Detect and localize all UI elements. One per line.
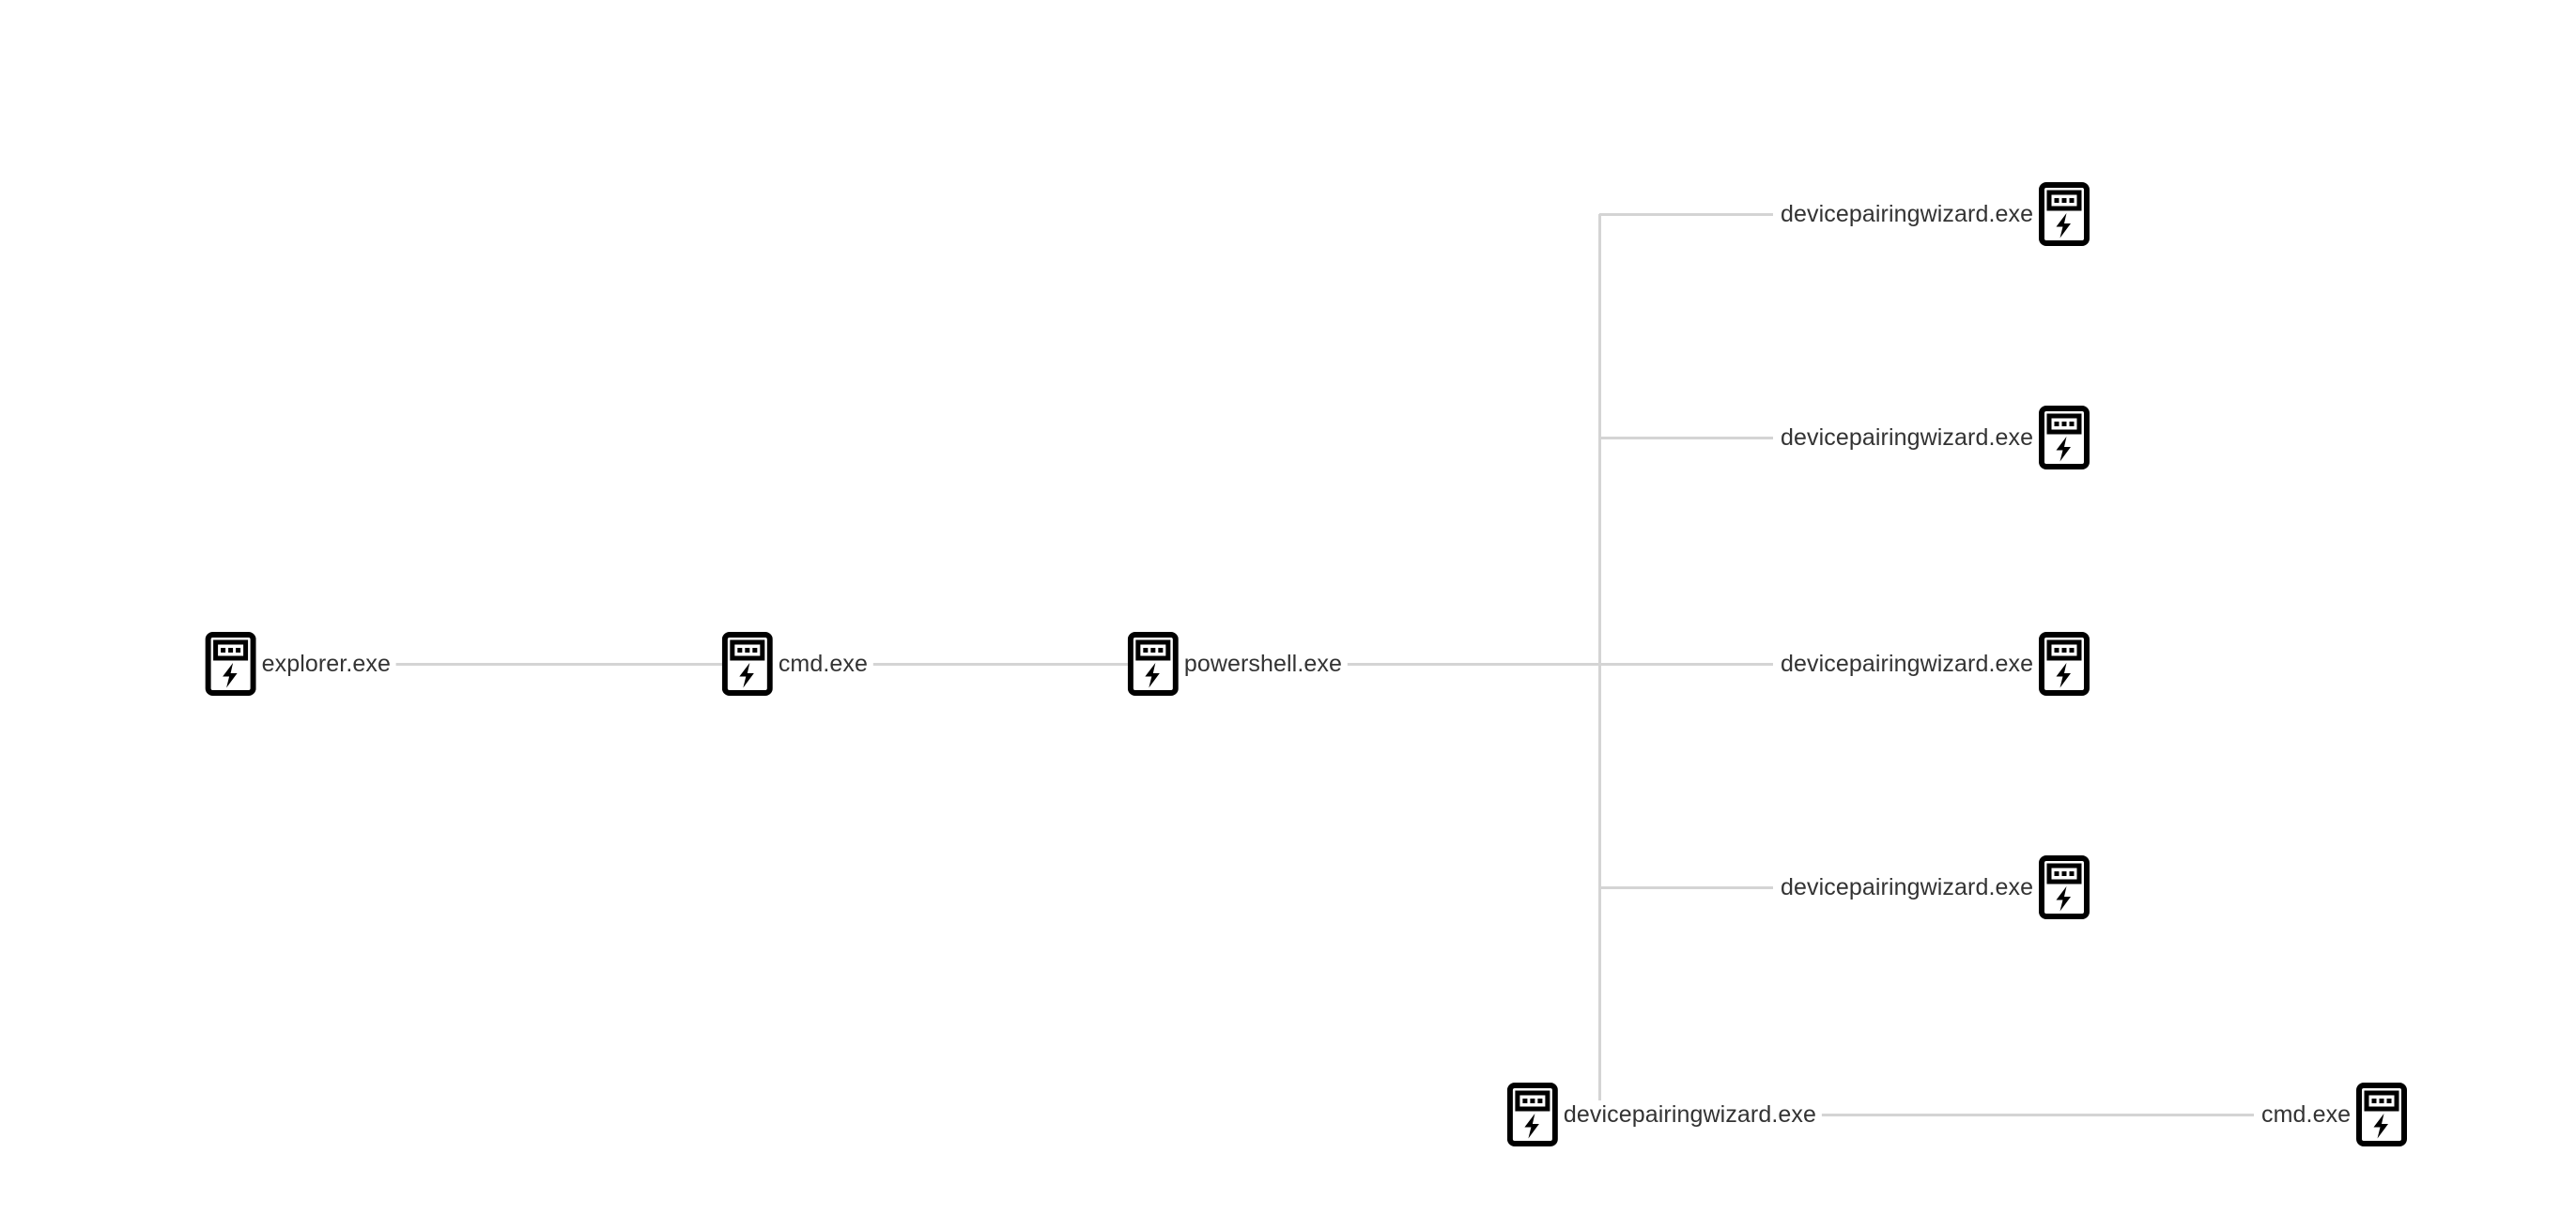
process-executable-icon[interactable] xyxy=(1127,632,1179,696)
process-node-dpw-4[interactable]: devicepairingwizard.exe xyxy=(1773,855,2090,919)
edge-trunk-to-dpw-3 xyxy=(1599,662,1773,666)
edge-explorer-to-cmd xyxy=(373,662,825,666)
process-node-label: devicepairingwizard.exe xyxy=(1775,423,2040,453)
process-node-label: devicepairingwizard.exe xyxy=(1775,199,2040,229)
edge-cmd-to-powershell xyxy=(850,662,1299,666)
process-node-dpw-1[interactable]: devicepairingwizard.exe xyxy=(1773,182,2090,246)
process-node-label: devicepairingwizard.exe xyxy=(1775,649,2040,679)
process-node-label: powershell.exe xyxy=(1178,649,1348,679)
process-node-label: devicepairingwizard.exe xyxy=(1557,1100,1822,1130)
process-node-cmd-2[interactable]: cmd.exe xyxy=(2254,1083,2408,1146)
process-node-label: explorer.exe xyxy=(255,649,396,679)
process-executable-icon[interactable] xyxy=(1506,1083,1558,1146)
process-executable-icon[interactable] xyxy=(2039,632,2090,696)
process-executable-icon[interactable] xyxy=(721,632,773,696)
process-executable-icon[interactable] xyxy=(2039,855,2090,919)
process-node-dpw-2[interactable]: devicepairingwizard.exe xyxy=(1773,406,2090,469)
process-executable-icon[interactable] xyxy=(2039,406,2090,469)
process-node-dpw-5[interactable]: devicepairingwizard.exe xyxy=(1506,1083,1824,1146)
edge-trunk-to-dpw-2 xyxy=(1599,436,1773,439)
edge-powershell-to-trunk xyxy=(1324,662,1601,666)
process-node-dpw-3[interactable]: devicepairingwizard.exe xyxy=(1773,632,2090,696)
process-executable-icon[interactable] xyxy=(205,632,256,696)
process-executable-icon[interactable] xyxy=(2039,182,2090,246)
process-node-explorer[interactable]: explorer.exe xyxy=(205,632,398,696)
process-node-label: cmd.exe xyxy=(2256,1100,2357,1130)
edge-trunk-to-dpw-4 xyxy=(1599,885,1773,889)
process-node-powershell[interactable]: powershell.exe xyxy=(1127,632,1350,696)
process-node-label: cmd.exe xyxy=(772,649,873,679)
process-node-label: devicepairingwizard.exe xyxy=(1775,872,2040,902)
edge-trunk-to-dpw-1 xyxy=(1599,212,1773,216)
process-executable-icon[interactable] xyxy=(2356,1083,2408,1146)
edge-dpw-5-to-cmd-2 xyxy=(1798,1113,2254,1116)
process-node-cmd-1[interactable]: cmd.exe xyxy=(721,632,875,696)
